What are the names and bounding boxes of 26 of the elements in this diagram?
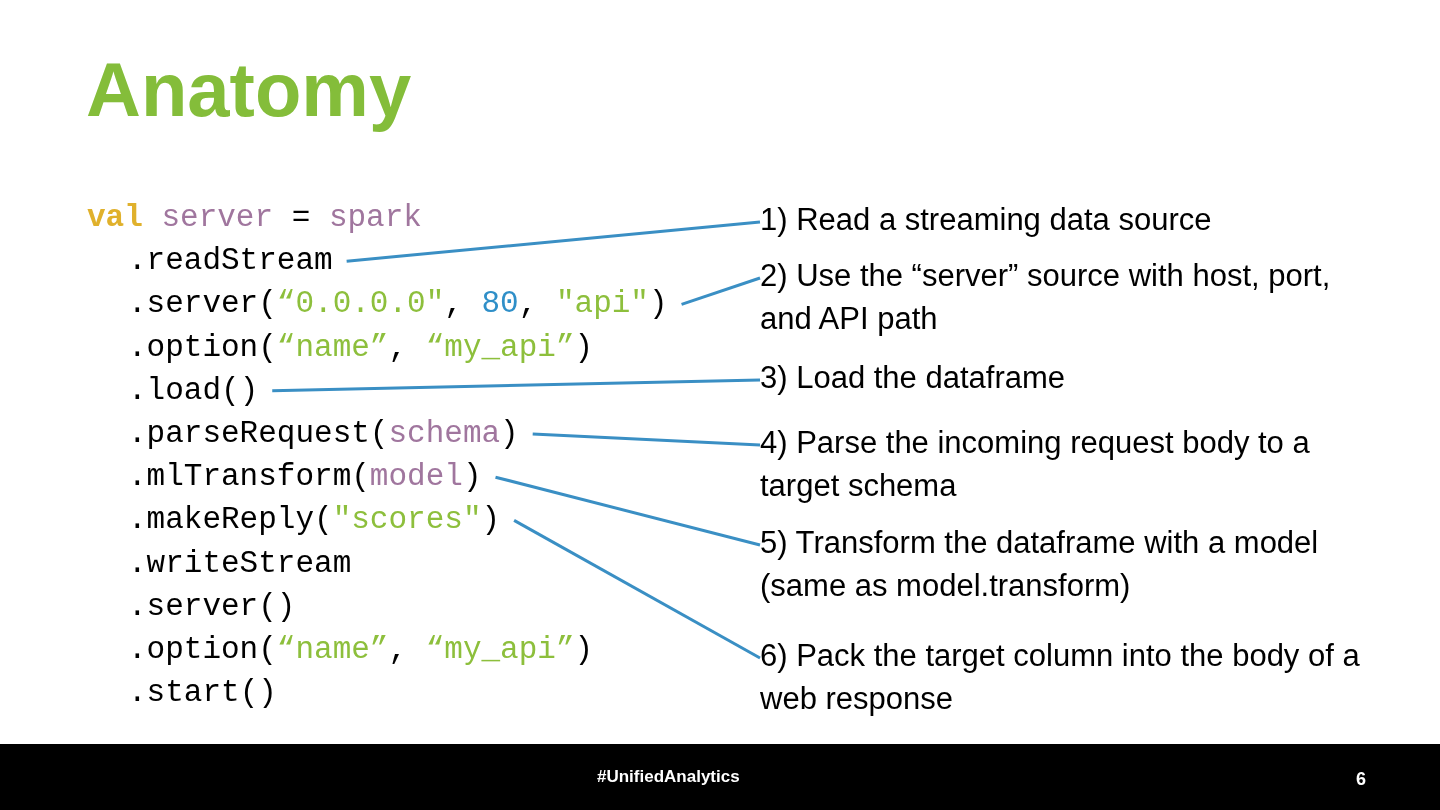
annotation-text: 5) Transform the dataframe with a model (same as model.transform) xyxy=(760,521,1360,607)
code-line: .server() xyxy=(128,586,310,627)
leader-line xyxy=(513,519,761,660)
code-line: .makeReply("scores") xyxy=(128,500,515,541)
leader-line xyxy=(272,378,761,393)
page-number: 6 xyxy=(1356,768,1366,791)
code-line: .load() xyxy=(128,370,273,411)
leader-line xyxy=(495,475,761,547)
annotation-text: 1) Read a streaming data source xyxy=(760,198,1360,241)
code-line: .readStream xyxy=(128,241,347,282)
hashtag-text: #UnifiedAnalytics xyxy=(597,766,740,788)
code-line: val server = spark xyxy=(87,198,436,238)
annotation-text: 4) Parse the incoming request body to a target schema xyxy=(760,421,1360,507)
annotation-text: 2) Use the “server” source with host, port, and API path xyxy=(760,254,1360,340)
code-line: .start() xyxy=(128,673,291,714)
code-line: .server(“0.0.0.0", 80, "api") xyxy=(128,284,682,325)
code-line: .writeStream xyxy=(128,543,366,584)
code-line: .parseRequest(schema) xyxy=(128,414,533,454)
leader-line xyxy=(681,276,761,306)
code-line: .option(“name”, “my_api”) xyxy=(128,327,608,368)
code-line: .option(“name”, “my_api”) xyxy=(128,630,608,670)
leader-line xyxy=(532,432,761,447)
leader-line xyxy=(346,220,761,263)
annotation-text: 3) Load the dataframe xyxy=(760,356,1360,399)
code-line: .mlTransform(model) xyxy=(128,457,496,498)
annotation-text: 6) Pack the target column into the body of a web response xyxy=(760,634,1360,720)
